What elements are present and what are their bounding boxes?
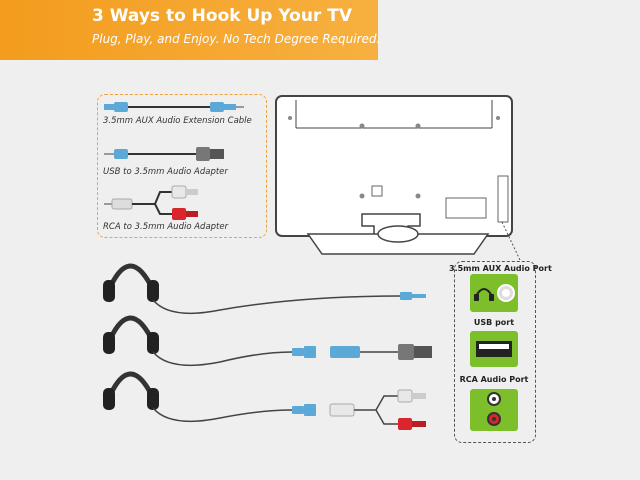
usb-port-label: USB port — [473, 318, 515, 327]
headphones-icon — [103, 315, 432, 367]
aux-cable-label: 3.5mm AUX Audio Extension Cable — [103, 116, 252, 126]
cable-legend-box — [97, 94, 267, 238]
rca-port-icon — [470, 389, 518, 431]
tv-back-icon — [275, 95, 521, 261]
rca-adapter-icon — [104, 185, 198, 220]
title-banner: 3 Ways to Hook Up Your TV Plug, Play, an… — [0, 0, 381, 60]
banner-subtitle: Plug, Play, and Enjoy. No Tech Degree Re… — [92, 32, 381, 46]
usb-adapter-label: USB to 3.5mm Audio Adapter — [103, 167, 228, 177]
rca-port-label: RCA Audio Port — [459, 375, 529, 384]
usb-adapter-icon — [104, 147, 224, 161]
headphones-icon — [103, 263, 426, 315]
aux-cable-icon — [104, 102, 244, 112]
headphones-icon — [103, 371, 426, 430]
rca-adapter-label: RCA to 3.5mm Audio Adapter — [103, 222, 229, 232]
aux-port-icon — [470, 274, 518, 312]
port-panel-box — [454, 261, 536, 443]
aux-port-label: 3.5mm AUX Audio Port — [449, 264, 552, 273]
banner-title: 3 Ways to Hook Up Your TV — [92, 6, 352, 26]
usb-port-icon — [470, 331, 518, 367]
